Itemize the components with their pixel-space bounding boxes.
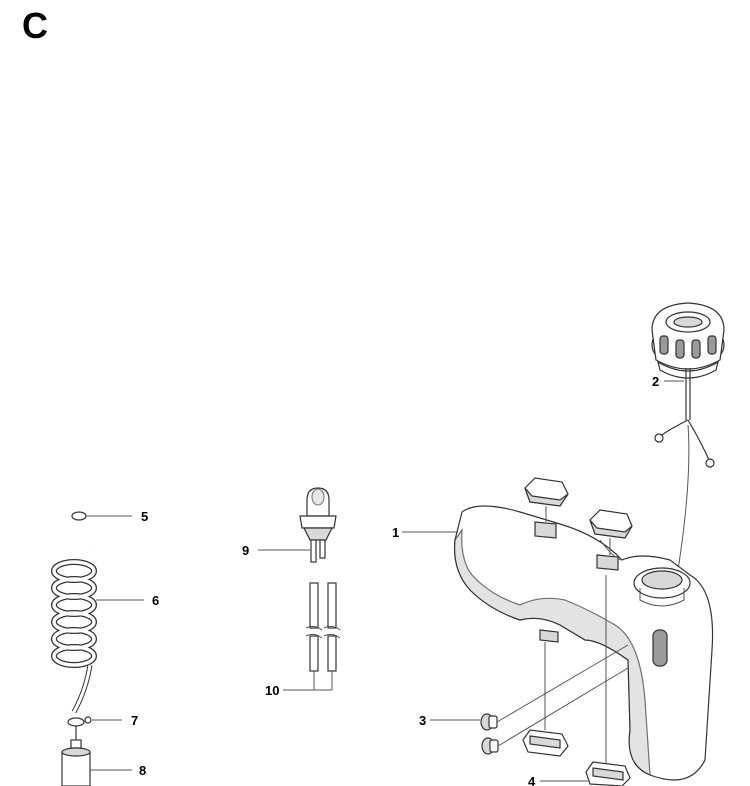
primer-bulb[interactable] [299, 487, 337, 563]
leader-10 [283, 671, 333, 691]
tank-mount-block-top-right[interactable] [589, 509, 633, 571]
section-letter: C [22, 5, 48, 46]
callout-8: 8 [139, 763, 146, 778]
fuel-cap-tether [654, 368, 715, 571]
callout-5: 5 [141, 509, 148, 524]
callout-1: 1 [392, 525, 399, 540]
tank-grommet-lower[interactable] [481, 667, 629, 755]
tank-grommet-upper[interactable] [480, 644, 629, 731]
hose-clip[interactable] [67, 716, 92, 727]
o-ring[interactable] [71, 511, 87, 521]
coiled-fuel-hose[interactable] [51, 521, 97, 714]
tank-mount-block-bottom-left[interactable] [522, 629, 569, 757]
callout-2: 2 [652, 374, 659, 389]
callout-7: 7 [131, 713, 138, 728]
fuel-cap[interactable] [651, 302, 725, 379]
tank-mount-block-top-left[interactable] [524, 477, 569, 539]
callout-9: 9 [242, 543, 249, 558]
tank-mount-block-bottom-right[interactable] [585, 575, 631, 786]
fuel-tank[interactable] [453, 505, 714, 781]
fuel-line-straight-left[interactable] [305, 582, 323, 672]
callout-3: 3 [419, 713, 426, 728]
callout-10: 10 [265, 683, 279, 698]
callout-4: 4 [528, 774, 536, 786]
fuel-line-straight-right[interactable] [323, 582, 341, 672]
callout-6: 6 [152, 593, 159, 608]
fuel-filter[interactable] [61, 726, 91, 786]
